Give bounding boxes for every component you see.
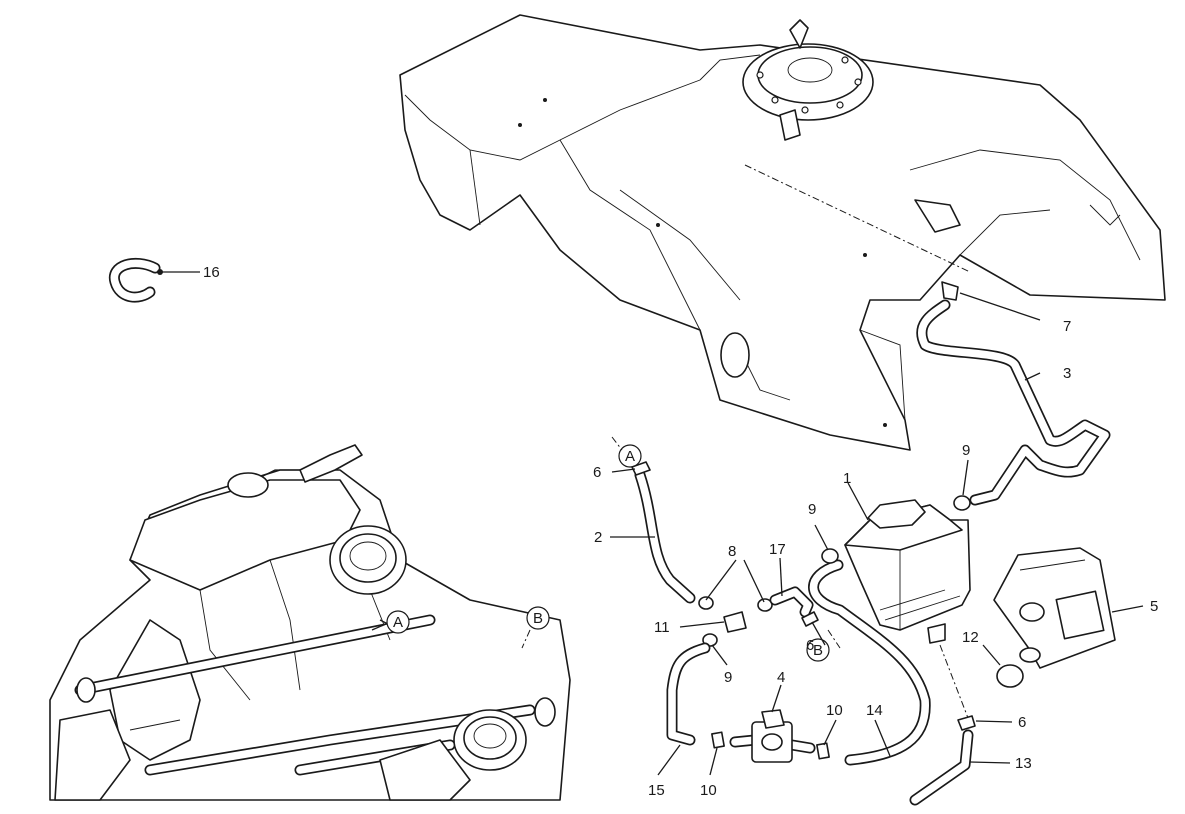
clamp-9-canister [821,548,839,564]
callout-3: 3 [1063,365,1071,382]
purge-valve-4 [729,709,816,763]
marker-b-hose-text: B [813,642,823,659]
callout-1: 1 [843,470,851,487]
callout-labels: 1 2 3 4 5 6 6 6 7 8 9 9 9 10 10 11 12 13… [203,264,1158,799]
throttle-body-lower [453,709,527,771]
callout-16: 16 [203,264,220,281]
leader-lines [610,372,1144,776]
engine-marker-b: B [521,606,550,649]
grommet-12 [982,644,1024,688]
marker-a-hose: A [611,436,642,468]
throttle-body-upper [329,525,407,595]
callout-10-left: 10 [700,782,717,799]
callout-9-right: 9 [962,442,970,459]
callout-2: 2 [594,529,602,546]
carbon-canister-1 [844,499,971,719]
engine-marker-a-text: A [393,614,403,631]
clamp-6-c [957,715,976,731]
callout-12: 12 [962,629,979,646]
filler-cap [742,19,874,141]
fitting-7 [941,281,1041,321]
hose-clip-16 [108,257,200,303]
callout-7: 7 [1063,318,1071,335]
engine-marker-b-text: B [533,610,543,627]
t-fitting-11 [698,596,773,647]
union-10-left [711,731,725,749]
callout-9-bottom: 9 [724,669,732,686]
callout-15: 15 [648,782,665,799]
engine-marker-a: A [371,610,410,634]
hose-17 [769,586,814,618]
marker-a-hose-text: A [625,448,635,465]
clamp-9-hose3 [953,495,971,511]
callout-11: 11 [654,619,670,636]
callout-14: 14 [866,702,883,719]
hose-2 [634,469,696,604]
callout-8: 8 [728,543,736,560]
callout-6-top: 6 [593,464,601,481]
hose-3 [916,299,1111,506]
hose-13 [909,729,974,806]
callout-9-left: 9 [808,501,816,518]
callout-6-bottom: 6 [1018,714,1026,731]
callout-13: 13 [1015,755,1032,772]
callout-4: 4 [777,669,785,686]
hose-15 [666,642,711,746]
union-10-right [816,742,830,760]
clamp-6-top [631,461,651,476]
callout-17: 17 [769,541,786,558]
marker-b-hose: B [806,629,841,662]
engine-assembly [49,444,571,801]
fuel-tank [399,14,1166,451]
canister-bracket-5 [993,547,1116,669]
hose-14 [808,559,931,766]
callout-5: 5 [1150,598,1158,615]
clamp-6-b [801,611,819,627]
callout-10-right: 10 [826,702,843,719]
callout-6-mid: 6 [806,637,814,654]
